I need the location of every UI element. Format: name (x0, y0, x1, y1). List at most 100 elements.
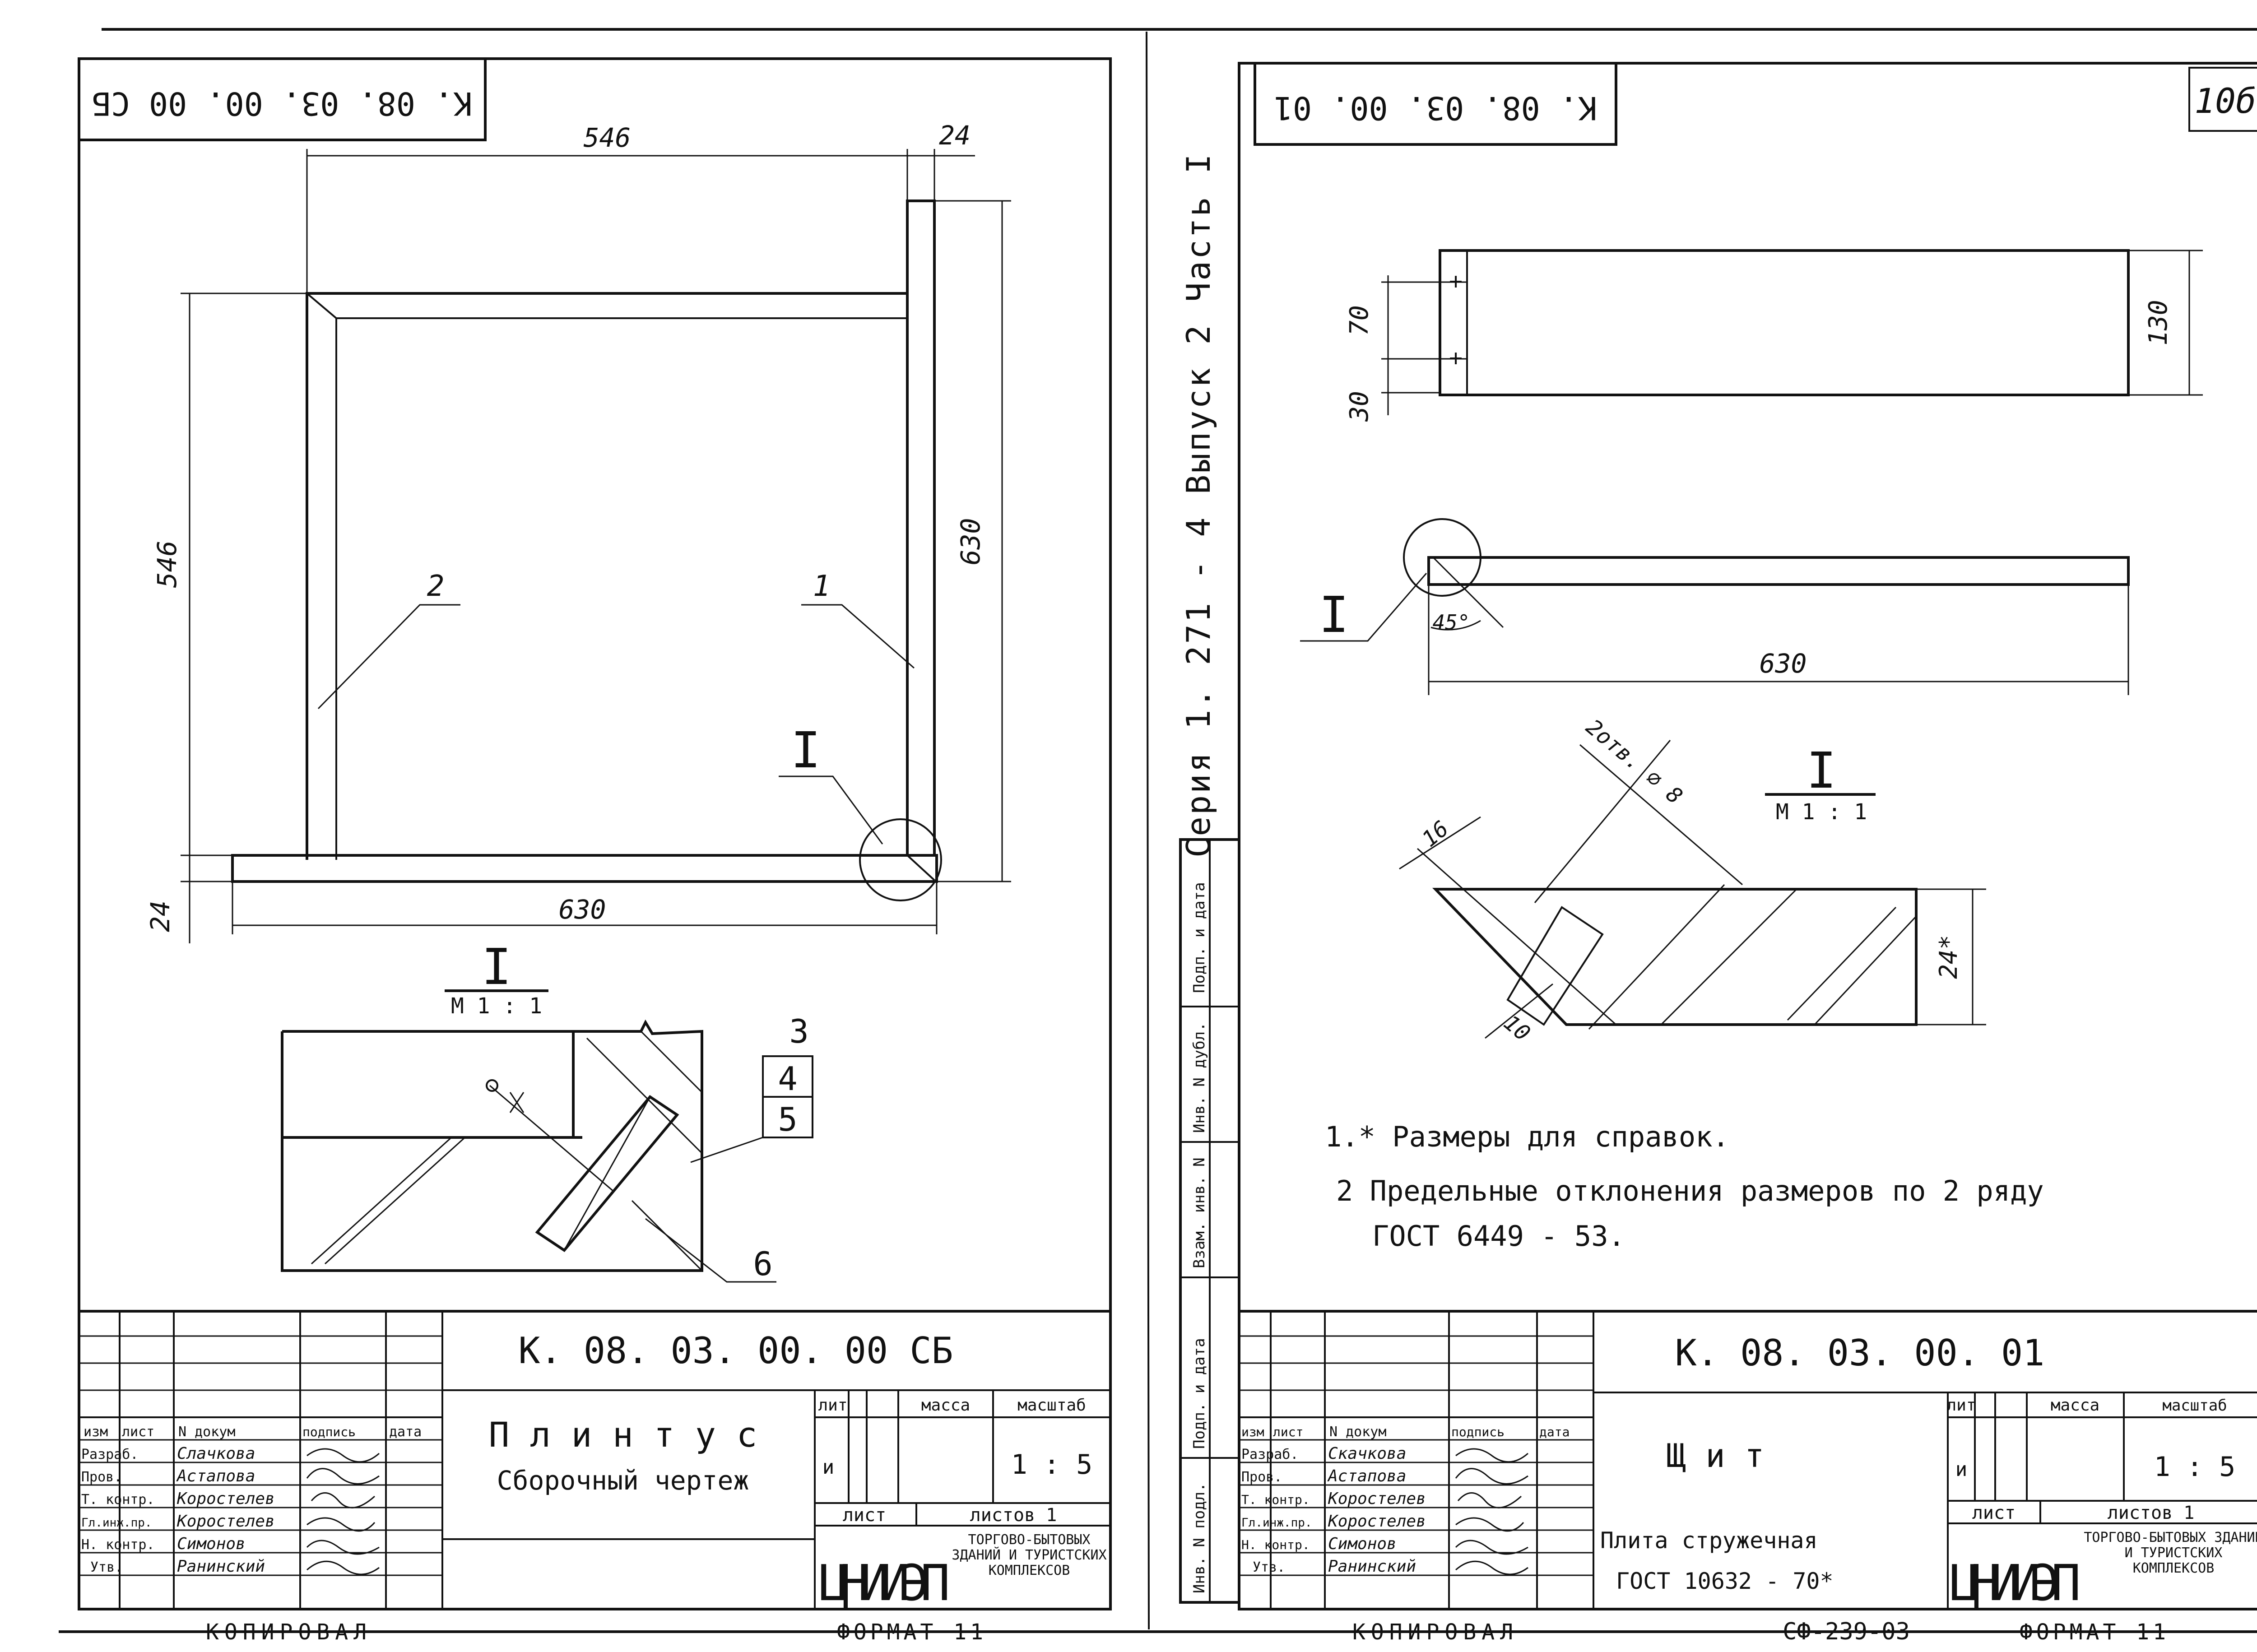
left-tb-name: П л и н т у с (489, 1415, 757, 1455)
name-glinzh: Коростелев (176, 1512, 275, 1531)
left-tb-code: К. 08. 03. 00. 00 СБ (518, 1330, 953, 1372)
spine-cell-3: Взам. инв. N (1190, 1157, 1208, 1268)
r-list-label: лист (1972, 1503, 2016, 1523)
screw (535, 1095, 679, 1252)
detail-outline (281, 1019, 703, 1272)
right-title-block: изм лист N докум подпись дата Разраб. Ск… (1238, 1310, 2257, 1612)
board-side (1427, 556, 2130, 586)
scale-value: 1 : 5 (1011, 1449, 1093, 1480)
r-signature-6 (1455, 1560, 1528, 1575)
callout-detail-I: I (791, 721, 821, 779)
list-label: лист (843, 1505, 886, 1526)
dim-hole-pitch: 70 (1345, 305, 1374, 335)
detail-item-5: 5 (778, 1100, 797, 1138)
dim-hole-offset: 30 (1345, 391, 1374, 422)
note-3: ГОСТ 6449 - 53. (1372, 1220, 1625, 1253)
callout-part-1: 1 (813, 570, 831, 603)
left-tb-subtitle: Сборочный чертеж (497, 1465, 749, 1496)
dim-left-height: 546 (152, 541, 182, 588)
dim-board-height: 130 (2144, 300, 2173, 345)
dim-top-flange: 24 (939, 120, 971, 151)
right-footer-format: Формат 11 (2020, 1620, 2169, 1645)
detail-hole (1506, 906, 1604, 1026)
r-massa-label: масса (2051, 1396, 2099, 1415)
signature-5 (306, 1540, 380, 1555)
right-tb-code: К. 08. 03. 00. 01 (1675, 1332, 2045, 1374)
right-code-stamp (1254, 62, 1617, 146)
series-label: Серия 1. 271 - 4 Выпуск 2 Часть I (1180, 153, 1217, 858)
spine-cell-4: Подп. и дата (1190, 1338, 1208, 1449)
left-callouts: 2 1 I (317, 570, 915, 845)
svg-text:+: + (1449, 345, 1463, 371)
role-prov: Пров. (81, 1469, 122, 1485)
r-scale-value: 1 : 5 (2154, 1451, 2236, 1483)
left-title-block: изм лист N докум подпись дата Разраб. Сл… (78, 1310, 1112, 1612)
name-nkontr: Симонов (177, 1535, 246, 1553)
masshtab-label: масштаб (1017, 1396, 1086, 1415)
role-razrab: Разраб. (81, 1447, 138, 1462)
left-footer-copied: Копировал (206, 1620, 372, 1645)
org-logo: ЦНИИЭП (819, 1554, 950, 1612)
r-name-nkontr: Симонов (1328, 1535, 1397, 1553)
r-lit-value: и (1955, 1458, 1968, 1481)
r-signature-4 (1455, 1517, 1524, 1532)
r-hdr-podp: подпись (1451, 1425, 1505, 1439)
right-tb-material-1: Плита стружечная (1600, 1527, 1818, 1554)
note-1: 1.* Размеры для справок. (1325, 1120, 1729, 1153)
sheet-divider (1146, 31, 1150, 1630)
name-tkontr: Коростелев (176, 1490, 275, 1508)
right-detail-scale: М 1 : 1 (1776, 799, 1867, 825)
right-code-inverted: К. 08. 03. 00. 01 (1274, 89, 1597, 126)
spine-cell-5: Инв. N подл. (1190, 1482, 1208, 1593)
role-nkontr: Н. контр. (81, 1537, 155, 1553)
left-frame (78, 57, 1112, 1610)
detail-scale: М 1 : 1 (451, 993, 542, 1019)
r-signature-5 (1455, 1540, 1528, 1555)
bottom-plate (231, 854, 938, 883)
left-code-stamp (78, 57, 487, 141)
note-2: 2 Предельные отклонения размеров по 2 ря… (1336, 1174, 2044, 1207)
right-sheet: К. 08. 03. 00. 01 10б + + 70 30 130 I 45… (1238, 62, 2257, 1645)
hdr-podp: подпись (302, 1425, 356, 1439)
sheet-number: 10б (2194, 81, 2256, 121)
dim-top-width: 546 (584, 122, 631, 153)
listov-label: листов 1 (970, 1505, 1057, 1526)
signature-2 (306, 1468, 380, 1485)
left-detail-view: I М 1 : 1 3 4 5 6 (281, 938, 813, 1283)
r-signature-3 (1457, 1492, 1522, 1508)
right-frame (1238, 62, 2257, 1610)
left-dimensions: 546 24 546 630 630 24 (145, 120, 1011, 943)
r-role-tkontr: Т. контр. (1241, 1492, 1310, 1507)
name-razrab: Слачкова (177, 1444, 255, 1463)
left-code-inverted: К. 08. 03. 00. 00 СБ (92, 85, 473, 122)
signature-3 (311, 1492, 376, 1508)
r-listov-label: листов 1 (2108, 1503, 2195, 1523)
detail-title: I (482, 938, 511, 996)
role-glinzh: Гл.инж.пр. (81, 1516, 152, 1530)
right-footer-stamp: СФ-239-03 (1783, 1618, 1910, 1645)
hdr-izm: изм (84, 1424, 108, 1440)
hdr-data: дата (389, 1424, 422, 1440)
name-utv: Ранинский (177, 1557, 265, 1576)
section-label-I: I (1319, 586, 1349, 644)
detail-hole-label: 2отв. ⌀ 8 (1581, 715, 1687, 809)
board-plan (1439, 249, 2130, 396)
right-footer-copied: Копировал (1352, 1620, 1519, 1645)
detail-dim-24: 24* (1934, 935, 1963, 979)
r-name-tkontr: Коростелев (1328, 1490, 1426, 1508)
r-org-logo: ЦНИИЭП (1950, 1554, 2081, 1612)
left-footer-format: Формат 11 (837, 1620, 987, 1645)
detail-item-3: 3 (789, 1012, 808, 1050)
detail-board-edge (1432, 888, 1918, 1026)
r-hdr-list: лист (1273, 1425, 1303, 1439)
detail-dim-16: 16 (1417, 816, 1454, 852)
r-role-razrab: Разраб. (1241, 1447, 1298, 1462)
svg-text:+: + (1449, 268, 1463, 294)
r-hdr-data: дата (1539, 1425, 1570, 1439)
r-masshtab-label: масштаб (2162, 1397, 2227, 1415)
r-name-utv: Ранинский (1328, 1557, 1416, 1576)
right-tb-name: Щ и т (1667, 1437, 1765, 1475)
dim-bottom-width: 630 (559, 894, 606, 925)
detail-item-4: 4 (778, 1060, 797, 1098)
